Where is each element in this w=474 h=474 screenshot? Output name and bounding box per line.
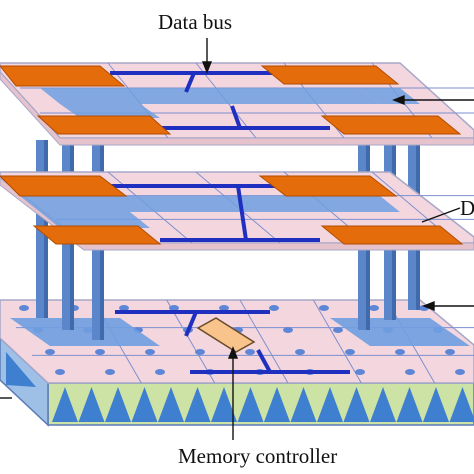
data-bus-arrowhead <box>201 61 213 74</box>
base-triangle <box>423 387 449 422</box>
base-triangle <box>370 387 396 422</box>
base-triangle <box>264 387 290 422</box>
base-dot <box>155 369 165 375</box>
base-dot <box>319 305 329 311</box>
base-dot <box>405 369 415 375</box>
top-data-bus <box>110 71 330 130</box>
base-dot <box>345 349 355 355</box>
base-dot <box>45 349 55 355</box>
right-edge-label: D <box>460 196 474 220</box>
base-wide-bus-1 <box>10 318 160 346</box>
base-triangle <box>184 387 211 422</box>
base-left-triangle <box>6 352 36 387</box>
top-layer-edge <box>0 71 474 146</box>
base-triangle <box>211 387 237 422</box>
base-triangle <box>78 387 105 422</box>
middle-pad-3 <box>32 225 162 245</box>
base-dot <box>455 369 465 375</box>
middle-pad-1 <box>0 175 128 197</box>
base-layer <box>0 299 474 427</box>
memory-controller-block <box>196 317 256 353</box>
middle-pad-4 <box>320 225 464 245</box>
middle-layer <box>0 171 474 251</box>
base-triangle <box>317 387 343 422</box>
base-dot <box>195 349 205 355</box>
top-pad-2 <box>260 65 400 85</box>
base-dot <box>95 349 105 355</box>
top-pad-1 <box>0 65 126 87</box>
base-triangle <box>52 387 78 422</box>
base-dot <box>245 349 255 355</box>
base-dot <box>119 305 129 311</box>
base-dot <box>55 369 65 375</box>
memory-controller-label: Memory controller <box>178 444 338 468</box>
base-dot <box>169 305 179 311</box>
middle-pad-2 <box>258 175 398 197</box>
base-triangle <box>290 387 317 422</box>
base-dot <box>269 305 279 311</box>
top-wide-bus-1 <box>40 88 380 104</box>
base-dot <box>145 349 155 355</box>
base-dot <box>295 349 305 355</box>
base-dot <box>219 305 229 311</box>
base-triangles <box>52 387 474 422</box>
base-dot <box>283 327 293 333</box>
right-arrowhead-1 <box>392 94 405 106</box>
data-bus-label: Data bus <box>158 10 233 34</box>
base-dot <box>369 305 379 311</box>
base-triangle <box>449 387 474 422</box>
memory-controller-arrowhead <box>227 346 239 359</box>
top-pad-3 <box>36 115 172 135</box>
base-triangle <box>158 387 184 422</box>
top-wide-bus-2 <box>60 104 160 118</box>
base-triangle <box>105 387 131 422</box>
top-pad-4 <box>320 115 462 135</box>
grid-line <box>312 299 362 384</box>
base-data-bus <box>115 310 350 374</box>
base-triangle <box>396 387 423 422</box>
base-triangle <box>237 387 264 422</box>
base-triangle <box>131 387 158 422</box>
pointer-lines <box>0 38 474 440</box>
base-dot <box>355 369 365 375</box>
base-dot <box>333 327 343 333</box>
right-pointer-2 <box>421 207 461 223</box>
base-dot <box>395 349 405 355</box>
middle-wide-bus-2 <box>40 212 150 228</box>
middle-wide-bus-1 <box>20 196 400 212</box>
middle-data-bus <box>110 184 320 242</box>
right-arrowhead-3 <box>422 300 435 312</box>
base-dot <box>19 305 29 311</box>
base-dot <box>105 369 115 375</box>
base-triangle <box>343 387 370 422</box>
base-dot <box>445 349 455 355</box>
